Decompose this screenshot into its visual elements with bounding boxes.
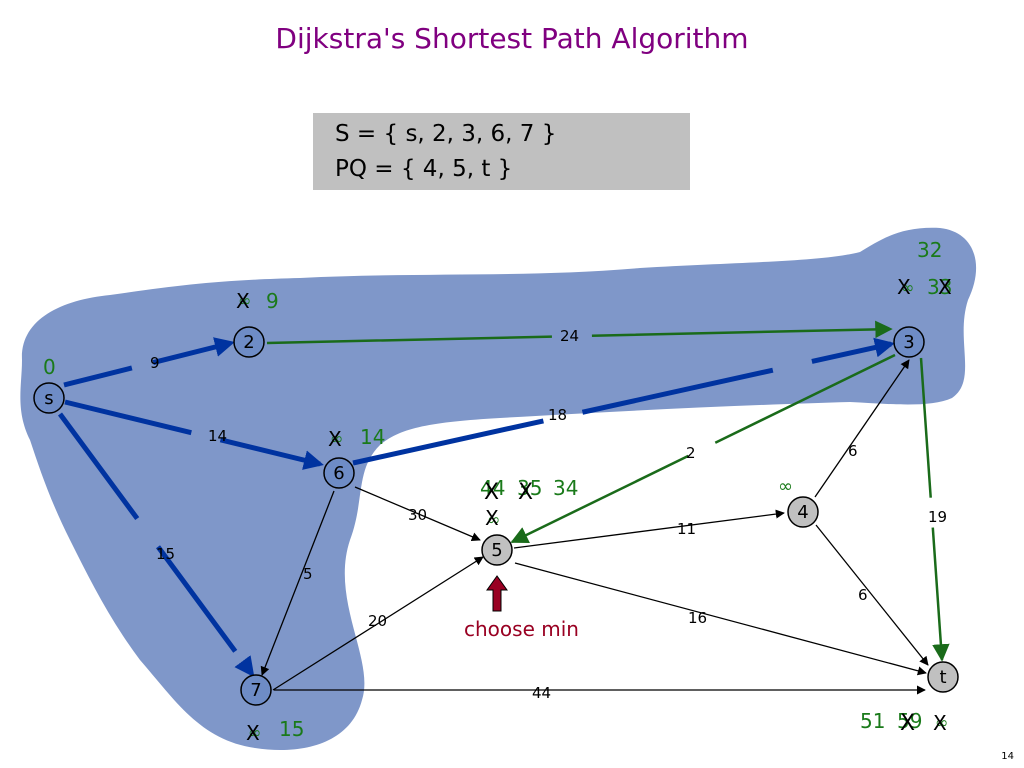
node-4: 4 [787,496,819,528]
cross-mark-ta: X [900,711,915,736]
priority-queue-line: PQ = { 4, 5, t } [335,156,513,182]
weight-6-7: 5 [303,565,313,583]
node-t: t [927,661,959,693]
weight-3-5: 2 [686,444,696,462]
slide-title: Dijkstra's Shortest Path Algorithm [275,22,749,55]
cross-mark-7: X [246,721,260,745]
settled-region [20,227,977,751]
cross-mark-5c: X [485,506,499,530]
node-6: 6 [323,457,355,489]
edge-3-t [919,357,950,662]
node-s: s [33,382,65,414]
svg-text:3: 3 [903,332,914,353]
weight-s-2: 9 [150,354,160,372]
weight-7-5: 20 [368,612,387,630]
node-2: 2 [233,326,265,358]
dist-t-old-infinity: ∞ [935,713,948,732]
weight-7-t: 44 [532,684,551,702]
cross-mark-3a: X [897,275,911,299]
weight-3-t: 19 [928,508,947,526]
weight-2-3: 24 [560,327,579,345]
dist-5: 34 [553,476,578,500]
weight-s-6: 14 [208,427,227,445]
svg-text:t: t [939,667,946,688]
edge-5-4 [513,509,785,549]
dist-2: 9 [266,289,279,313]
cross-mark-2: X [236,289,250,313]
edge-4-3 [814,359,910,498]
weight-4-t: 6 [858,586,868,604]
dist-5-old-infinity: ∞ [487,510,500,529]
dist-6-old: ∞ [330,429,343,448]
page-number: 14 [1001,751,1014,762]
dist-3-final: 32 [917,238,942,262]
dist-5-old-a: 44 [480,476,505,500]
edge-5-t [514,562,927,676]
weight-4-3: 6 [848,442,858,460]
edge-s-2 [63,337,235,388]
weight-5-4: 11 [677,520,696,538]
edge-s-6 [64,399,324,470]
choose-min-arrow [486,575,508,612]
settled-set-line: S = { s, 2, 3, 6, 7 } [335,121,557,147]
cross-mark-5b: X [518,480,533,505]
svg-text:s: s [44,388,53,409]
svg-text:7: 7 [250,680,261,701]
cross-mark-6: X [328,427,342,451]
dist-t: 51 [860,709,885,733]
choose-min-label: choose min [464,617,579,641]
dist-t-old: 59 [897,709,922,733]
node-3: 3 [893,326,925,358]
edge-s-7 [57,412,255,678]
weight-6-5: 30 [408,506,427,524]
edge-3-5 [510,353,896,544]
weight-6-3: 18 [548,406,567,424]
cross-mark-tb: X [933,711,947,735]
dist-7: 15 [279,717,304,741]
edge-7-5 [272,556,484,691]
dist-5-old-b: 35 [517,476,542,500]
dist-6: 14 [360,425,385,449]
edge-6-5 [354,486,481,541]
dist-3-old: 33 [927,275,952,299]
edge-2-3 [266,320,893,345]
svg-text:4: 4 [797,502,808,523]
edge-6-3 [352,337,895,466]
edge-6-7 [260,490,335,676]
cross-mark-5a: X [484,480,499,505]
svg-text:2: 2 [243,332,254,353]
cross-mark-3b: X [938,275,952,299]
weight-5-t: 16 [688,609,707,627]
node-5: 5 [481,534,513,566]
dist-4: ∞ [778,476,793,497]
dist-3-old-infinity: ∞ [901,278,914,297]
weight-s-7: 15 [156,545,175,563]
dist-7-old: ∞ [248,723,261,742]
set-box: S = { s, 2, 3, 6, 7 } PQ = { 4, 5, t } [313,113,690,190]
svg-text:5: 5 [491,540,502,561]
edge-4-t [815,524,929,666]
svg-text:6: 6 [333,463,344,484]
dist-s: 0 [43,355,56,379]
node-7: 7 [240,674,272,706]
dist-2-old: ∞ [238,291,251,310]
